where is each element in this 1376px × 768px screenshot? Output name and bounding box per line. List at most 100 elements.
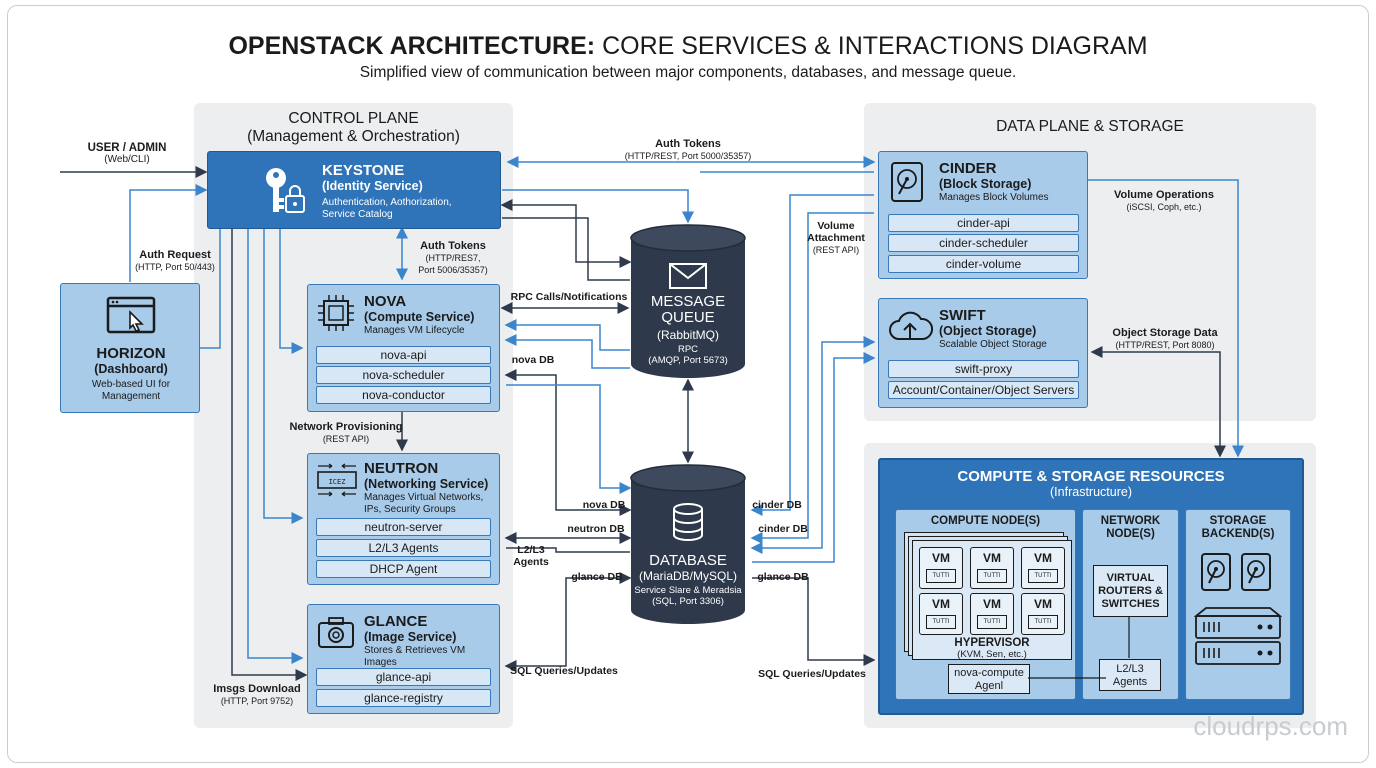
- glance-box[interactable]: GLANCE (Image Service) Stores & Retrieve…: [307, 604, 500, 714]
- swift-desc: Scalable Object Storage: [939, 339, 1047, 350]
- cinder-db2-label: cinder DB: [758, 523, 808, 535]
- swift-box[interactable]: SWIFT (Object Storage) Scalable Object S…: [878, 298, 1088, 408]
- neutron-l2l3-agents[interactable]: L2/L3 Agents: [316, 539, 491, 557]
- database-stack-icon: [673, 503, 703, 541]
- swift-role: (Object Storage): [939, 324, 1037, 338]
- auth-request-label: Auth Request(HTTP, Port 50/443): [135, 249, 215, 272]
- nova-box[interactable]: NOVA (Compute Service) Manages VM Lifecy…: [307, 284, 500, 412]
- disk-drive-icon: [1241, 553, 1271, 591]
- compute-node-title: COMPUTE NODE(S): [930, 515, 1041, 527]
- glance-db-right-label: glance DB: [757, 571, 809, 583]
- glance-registry[interactable]: glance-registry: [316, 689, 491, 707]
- horizon-role: (Dashboard): [94, 362, 168, 376]
- glance-desc: Stores & Retrieves VM Images: [364, 645, 466, 668]
- envelope-icon: [669, 263, 707, 289]
- neutron-box[interactable]: ICEZ NEUTRON (Networking Service) Manage…: [307, 453, 500, 585]
- cinder-scheduler[interactable]: cinder-scheduler: [888, 234, 1079, 252]
- storage-array-icon: [1194, 607, 1282, 665]
- swift-proxy[interactable]: swift-proxy: [888, 360, 1079, 378]
- disk-drive-icon: [1201, 553, 1231, 591]
- auth-tokens-mid-label: Auth Tokens(HTTP/RES7,Port 5006/35357): [418, 240, 488, 275]
- hypervisor-sub: (KVM, Sen, etc.): [957, 649, 1027, 660]
- cinder-volume[interactable]: cinder-volume: [888, 255, 1079, 273]
- sql-left-label: SQL Queries/Updates: [510, 665, 618, 677]
- keystone-desc: Authentication, Aothorization, Service C…: [322, 197, 452, 220]
- cylinder-shape: [630, 464, 746, 624]
- glance-name: GLANCE: [364, 613, 428, 630]
- diagram-frame: [7, 5, 1369, 763]
- cloud-upload-icon: [889, 311, 933, 340]
- neutron-desc: Manages Virtual Networks, IPs, Security …: [364, 492, 484, 515]
- mq-proto: RPC: [677, 344, 699, 355]
- nova-desc: Manages VM Lifecycle: [364, 325, 465, 336]
- nova-db-label: nova DB: [511, 354, 555, 366]
- database-cylinder[interactable]: DATABASE (MariaDB/MySQL) Service Slare &…: [630, 464, 746, 626]
- keystone-role: (Identity Service): [322, 179, 423, 193]
- l2l3-agents-label: L2/L3 Agents: [513, 544, 549, 568]
- data-plane-title: DATA PLANE & STORAGE: [996, 118, 1184, 135]
- watermark: cloudrps.com: [1193, 711, 1348, 741]
- cpu-chip-icon: [318, 295, 354, 331]
- svg-text:ICEZ: ICEZ: [329, 478, 346, 486]
- user-admin-label: USER / ADMIN(Web/CLI): [87, 142, 167, 165]
- db-port: (SQL, Port 3306): [652, 596, 724, 607]
- rpc-calls-label: RPC Calls/Notifications: [510, 291, 628, 303]
- image-download-label: Imsgs Download(HTTP, Port 9752): [213, 683, 301, 706]
- glance-db-left-label: glance DB: [571, 571, 623, 583]
- cylinder-shape: [630, 224, 746, 378]
- horizon-box[interactable]: HORIZON (Dashboard) Web-based UI for Man…: [60, 283, 200, 413]
- cinder-db1-label: cinder DB: [752, 499, 802, 511]
- auth-tokens-top-label: Auth Tokens(HTTP/REST, Port 5000/35357): [624, 138, 752, 161]
- neutron-server[interactable]: neutron-server: [316, 518, 491, 536]
- cinder-api[interactable]: cinder-api: [888, 214, 1079, 232]
- horizon-desc: Web-based UI for Management: [91, 379, 171, 402]
- control-plane-title: CONTROL PLANE(Management & Orchestration…: [247, 110, 460, 145]
- cinder-role: (Block Storage): [939, 177, 1032, 191]
- cinder-name: CINDER: [939, 160, 997, 177]
- nova-api[interactable]: nova-api: [316, 346, 491, 364]
- cinder-desc: Manages Block Volumes: [939, 192, 1049, 203]
- neutron-dhcp-agent[interactable]: DHCP Agent: [316, 560, 491, 578]
- keystone-box[interactable]: KEYSTONE (Identity Service) Authenticati…: [207, 151, 501, 229]
- nova-scheduler[interactable]: nova-scheduler: [316, 366, 491, 384]
- cinder-box[interactable]: CINDER (Block Storage) Manages Block Vol…: [878, 151, 1088, 279]
- db-impl: (MariaDB/MySQL): [638, 569, 737, 583]
- hard-disk-icon: [891, 162, 923, 202]
- glance-role: (Image Service): [364, 630, 457, 644]
- mq-impl: (RabbitMQ): [656, 328, 719, 342]
- browser-cursor-icon: [106, 296, 156, 334]
- network-provisioning-label: Network Provisioning(REST API): [289, 421, 403, 444]
- agent-connector: [1028, 616, 1130, 679]
- resources-subtitle: (Infrastructure): [1050, 485, 1132, 499]
- neutron-db-label: neutron DB: [567, 523, 625, 535]
- resources-box: COMPUTE & STORAGE RESOURCES (Infrastruct…: [878, 458, 1304, 715]
- swift-object-servers[interactable]: Account/Container/Object Servers: [888, 381, 1079, 399]
- object-storage-data-label: Object Storage Data(HTTP/REST, Port 8080…: [1112, 327, 1218, 350]
- glance-api[interactable]: glance-api: [316, 668, 491, 686]
- network-switch-icon: ICEZ: [317, 463, 357, 497]
- volume-operations-label: Volume Operations(iSCSI, Coph, etc.): [1113, 189, 1215, 212]
- nova-db2-label: nova DB: [582, 499, 626, 511]
- db-desc: Service Slare & Meradsia: [634, 585, 742, 596]
- horizon-name: HORIZON: [96, 345, 166, 362]
- swift-name: SWIFT: [939, 307, 986, 324]
- nova-conductor[interactable]: nova-conductor: [316, 386, 491, 404]
